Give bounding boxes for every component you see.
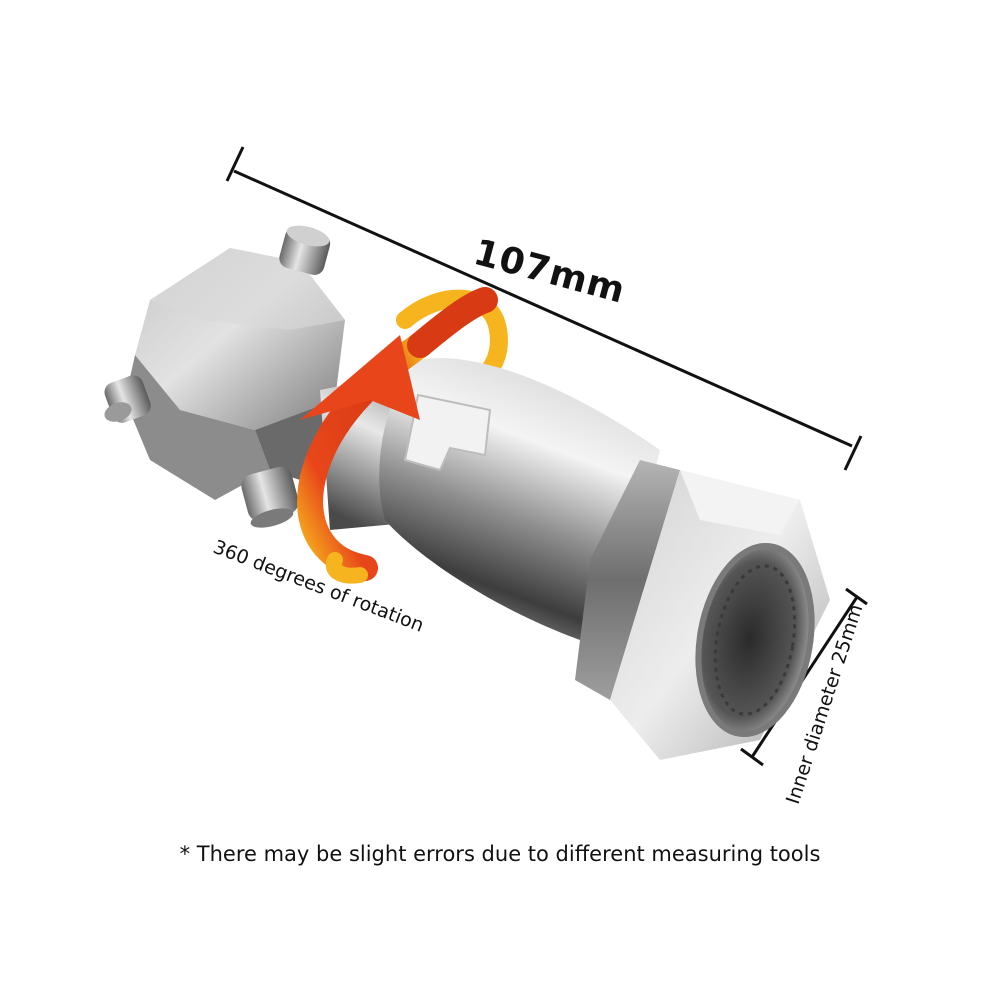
length-dimension-line xyxy=(225,146,863,471)
hex-fitting xyxy=(575,460,830,760)
inner-bore xyxy=(695,542,815,738)
nozzle-jet-bottom xyxy=(241,466,299,528)
nozzle-jet-top xyxy=(279,225,331,275)
rotation-arrow xyxy=(297,287,498,584)
nozzle-jet-left xyxy=(104,375,151,423)
footnote: * There may be slight errors due to diff… xyxy=(179,842,821,866)
